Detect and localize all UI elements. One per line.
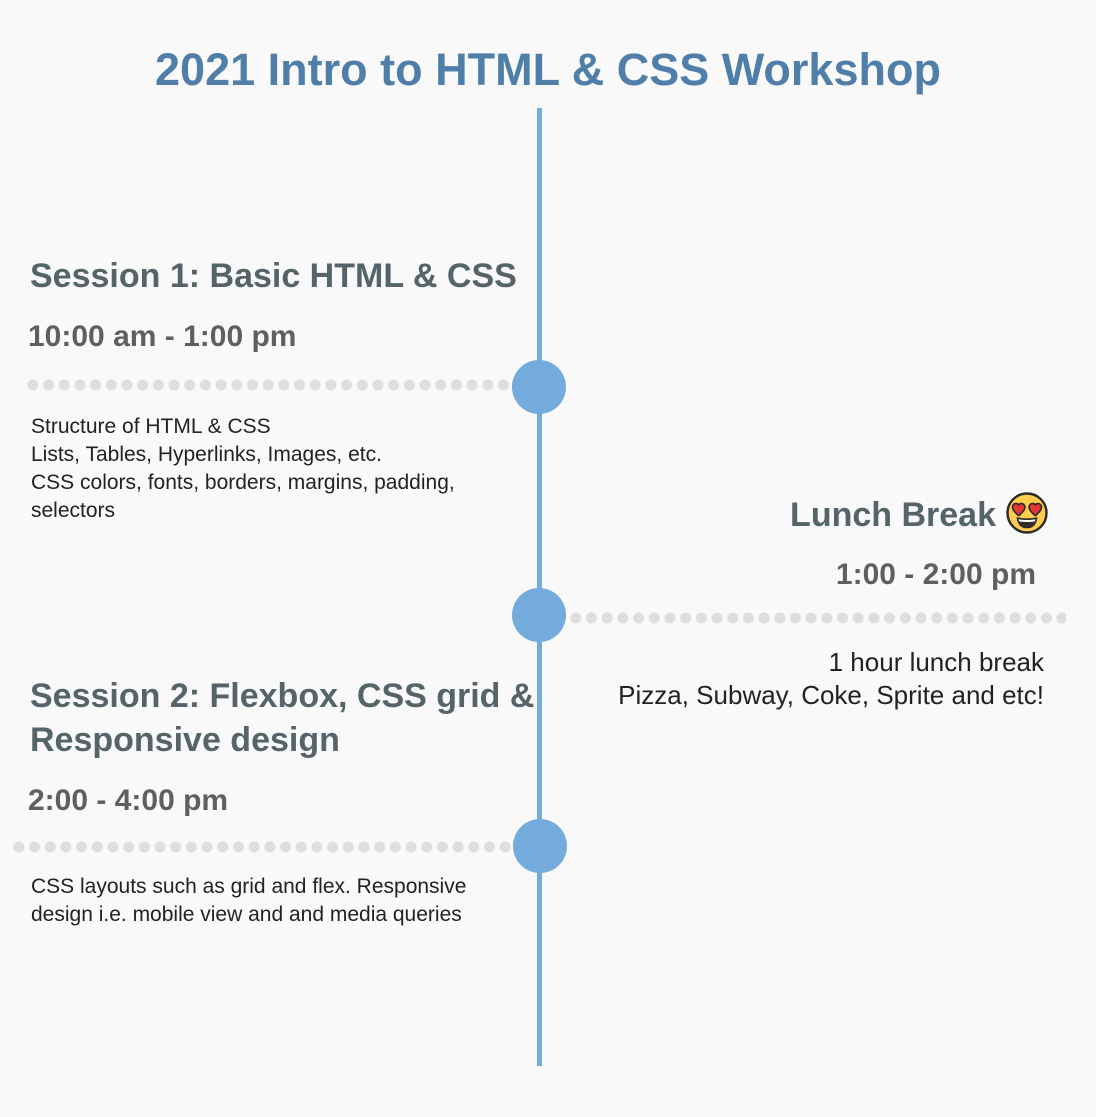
session-2-time: 2:00 - 4:00 pm [28,784,229,817]
session-1-title: Session 1: Basic HTML & CSS [30,257,517,295]
session-2-title-line: Session 2: Flexbox, CSS grid & [30,677,535,715]
lunch-break-title-text: Lunch Break [790,496,996,534]
session-2-description: CSS layouts such as grid and flex. Respo… [31,873,466,929]
session-1-description-line: Structure of HTML & CSS [31,415,271,438]
session-1-description: Structure of HTML & CSS Lists, Tables, H… [31,413,455,525]
session-1-timeline-node [512,360,566,414]
lunch-break-timeline-node [512,588,566,642]
session-1-description-line: CSS colors, fonts, borders, margins, pad… [31,471,455,494]
session-2-title: Session 2: Flexbox, CSS grid & Responsiv… [30,674,534,762]
lunch-break-connector-dots [568,612,1066,624]
session-2-connector-dots [11,841,513,853]
session-1-time: 10:00 am - 1:00 pm [28,320,297,353]
heart-eyes-emoji-icon [1006,492,1048,534]
page-title: 2021 Intro to HTML & CSS Workshop [155,44,941,95]
lunch-break-description-line: Pizza, Subway, Coke, Sprite and etc! [618,680,1044,710]
session-2-description-line: CSS layouts such as grid and flex. Respo… [31,875,467,898]
session-1-description-line: Lists, Tables, Hyperlinks, Images, etc. [31,443,382,466]
lunch-break-description: 1 hour lunch break Pizza, Subway, Coke, … [618,646,1044,712]
lunch-break-title: Lunch Break [790,492,1048,538]
session-2-timeline-node [513,819,567,873]
session-1-connector-dots [25,379,511,391]
session-2-description-line: design i.e. mobile view and and media qu… [31,903,462,926]
lunch-break-time: 1:00 - 2:00 pm [835,558,1036,591]
timeline-line [537,108,542,1066]
session-2-title-line: Responsive design [30,721,340,759]
lunch-break-description-line: 1 hour lunch break [828,647,1044,677]
session-1-description-line: selectors [31,499,116,522]
